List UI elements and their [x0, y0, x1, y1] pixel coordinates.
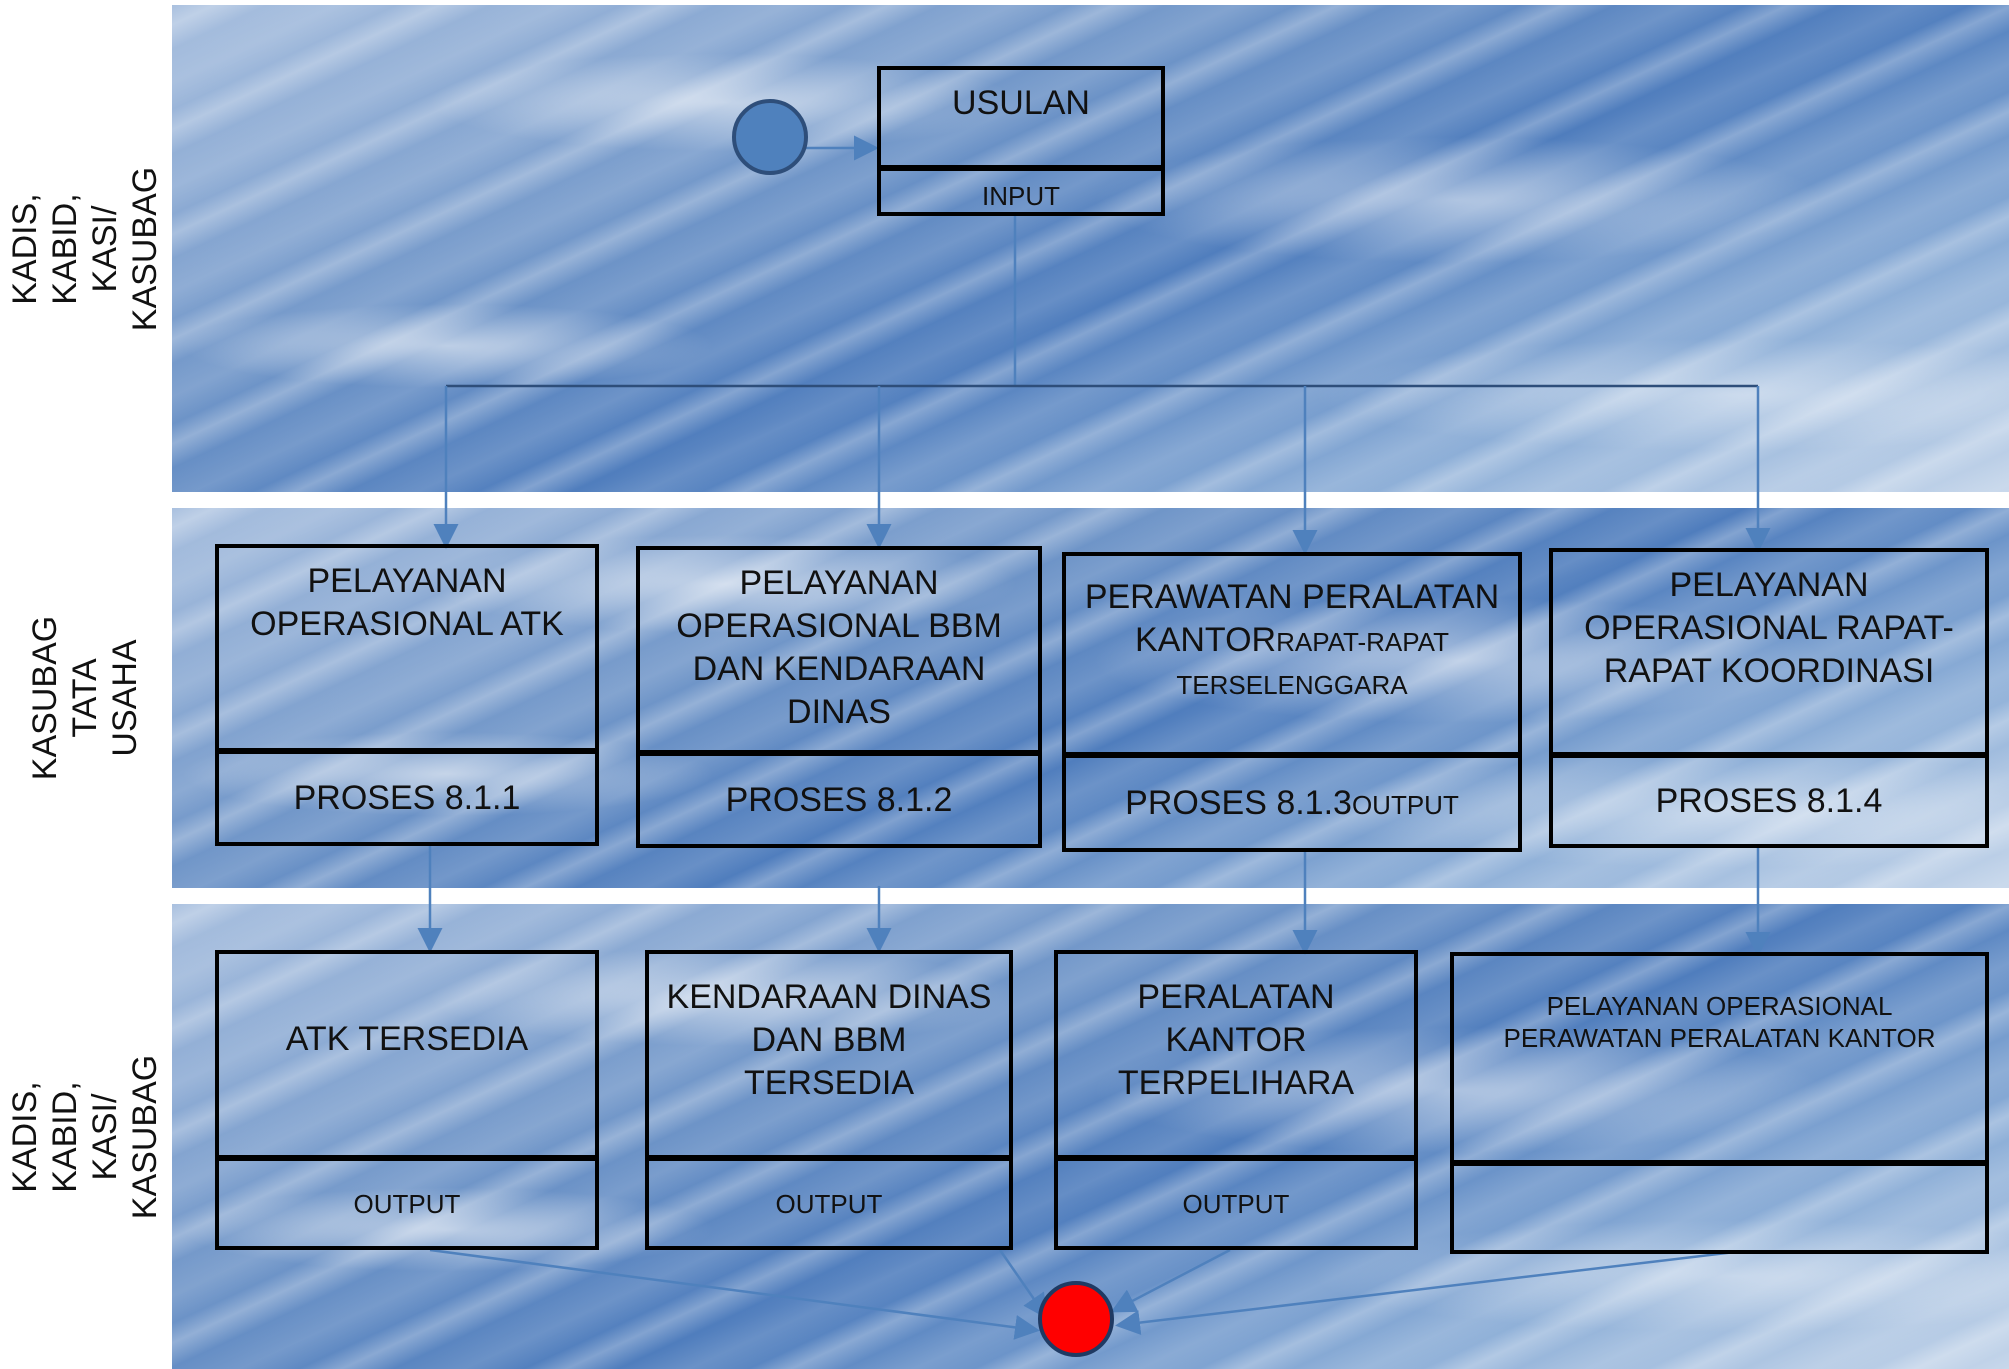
lane-label-3: KADIS, KABID, KASI/ KASUBAG	[5, 904, 165, 1369]
process-box-footer: PROSES 8.1.1	[293, 778, 521, 817]
lane-label-1: KADIS, KABID, KASI/ KASUBAG	[5, 5, 165, 492]
process-box-8-1-3: PERAWATAN PERALATAN KANTORRAPAT-RAPAT TE…	[1062, 552, 1522, 852]
start-node	[732, 99, 808, 175]
connector-output-3-to-end	[1110, 1248, 1231, 1313]
process-box-title: PERAWATAN PERALATAN KANTORRAPAT-RAPAT TE…	[1066, 556, 1518, 758]
output-box-title: PERALATAN KANTOR TERPELIHARA	[1058, 954, 1414, 1161]
output-box-kendaraan: KENDARAAN DINAS DAN BBM TERSEDIA OUTPUT	[645, 950, 1013, 1250]
usulan-box-footer: INPUT	[982, 180, 1060, 211]
output-box-atk: ATK TERSEDIA OUTPUT	[215, 950, 599, 1250]
output-box-pelayanan: PELAYANAN OPERASIONAL PERAWATAN PERALATA…	[1450, 952, 1989, 1254]
process-box-title: PELAYANAN OPERASIONAL BBM DAN KENDARAAN …	[640, 550, 1038, 756]
output-box-footer	[1454, 1166, 1985, 1250]
output-box-footer: OUTPUT	[775, 1188, 883, 1219]
lane-label-2: KASUBAG TATA USAHA	[5, 508, 165, 888]
process-box-footer: PROSES 8.1.3OUTPUT	[1125, 783, 1459, 822]
output-box-title: KENDARAAN DINAS DAN BBM TERSEDIA	[649, 954, 1009, 1161]
lane-2-background	[172, 508, 2009, 888]
output-box-title: ATK TERSEDIA	[219, 954, 595, 1161]
connector-output-1-to-end	[429, 1248, 1040, 1340]
process-box-subtitle: RAPAT-RAPAT TERSELENGGARA	[1176, 627, 1449, 700]
connector-output-2-to-end	[998, 1249, 1048, 1320]
process-box-footer-small: OUTPUT	[1351, 789, 1459, 820]
process-box-footer: PROSES 8.1.4	[1655, 781, 1883, 820]
connector-output-4-to-end	[1115, 1250, 1736, 1336]
process-box-title: PELAYANAN OPERASIONAL ATK	[219, 548, 595, 754]
output-box-title: PELAYANAN OPERASIONAL PERAWATAN PERALATA…	[1454, 956, 1985, 1166]
process-box-footer: PROSES 8.1.2	[725, 780, 953, 819]
output-box-footer: OUTPUT	[353, 1188, 461, 1219]
end-node	[1038, 1281, 1114, 1357]
process-box-8-1-1: PELAYANAN OPERASIONAL ATK PROSES 8.1.1	[215, 544, 599, 846]
usulan-box-title: USULAN	[881, 70, 1161, 171]
output-box-footer: OUTPUT	[1182, 1188, 1290, 1219]
process-box-8-1-4: PELAYANAN OPERASIONAL RAPAT-RAPAT KOORDI…	[1549, 548, 1989, 848]
usulan-box: USULAN INPUT	[877, 66, 1165, 216]
lane-1-background	[172, 5, 2009, 492]
process-box-8-1-2: PELAYANAN OPERASIONAL BBM DAN KENDARAAN …	[636, 546, 1042, 848]
output-box-peralatan: PERALATAN KANTOR TERPELIHARA OUTPUT	[1054, 950, 1418, 1250]
process-box-title: PELAYANAN OPERASIONAL RAPAT-RAPAT KOORDI…	[1553, 552, 1985, 758]
